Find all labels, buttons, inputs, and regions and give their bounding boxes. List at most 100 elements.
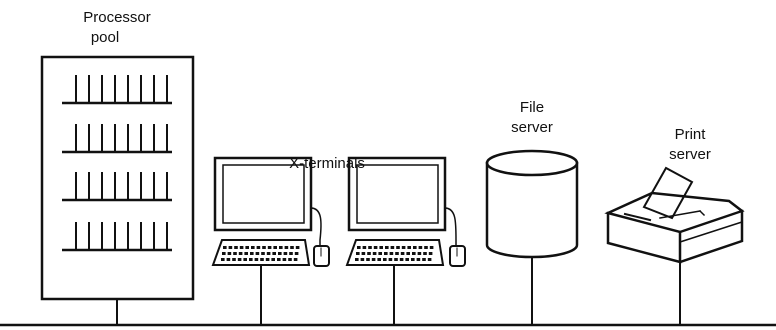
keyboard-key: [222, 252, 226, 255]
print-server-label-line1: Print: [675, 126, 707, 143]
keyboard-key: [378, 252, 382, 255]
keyboard-key: [244, 252, 248, 255]
keyboard-key: [361, 252, 366, 255]
keyboard-key: [273, 246, 277, 249]
keyboard-key: [401, 246, 406, 249]
x-terminal-1: [211, 156, 330, 267]
keyboard-key: [265, 258, 270, 261]
keyboard-key: [367, 252, 371, 255]
keyboard-key: [429, 246, 434, 249]
keyboard-key: [262, 246, 266, 249]
print-server-label-line2: server: [669, 146, 711, 163]
keyboard-key: [383, 258, 387, 261]
terminal-1-mouse-cord: [310, 207, 322, 246]
keyboard-key: [385, 246, 389, 249]
keyboard-key: [412, 252, 416, 255]
keyboard-key: [357, 246, 361, 249]
keyboard-key: [254, 258, 259, 261]
keyboard-key: [379, 246, 383, 249]
keyboard-key: [406, 252, 410, 255]
keyboard-key: [372, 252, 377, 255]
keyboard-key: [234, 246, 238, 249]
keyboard-key: [288, 258, 292, 261]
keyboard-key: [223, 246, 227, 249]
keyboard-key: [389, 252, 394, 255]
keyboard-key: [368, 246, 372, 249]
terminal-2-keys: [355, 246, 434, 261]
keyboard-key: [293, 258, 298, 261]
terminal-2-monitor: [347, 156, 447, 232]
keyboard-key: [226, 258, 231, 261]
keyboard-key: [417, 252, 422, 255]
keyboard-key: [366, 258, 370, 261]
terminal-1-keyboard: [211, 239, 311, 266]
keyboard-key: [261, 252, 265, 255]
keyboard-key: [295, 246, 300, 249]
keyboard-key: [399, 258, 404, 261]
keyboard-key: [390, 246, 395, 249]
keyboard-key: [413, 246, 417, 249]
keyboard-key: [411, 258, 415, 261]
keyboard-key: [416, 258, 421, 261]
keyboard-key: [290, 246, 294, 249]
keyboard-key: [282, 258, 287, 261]
keyboard-key: [373, 246, 378, 249]
keyboard-key: [294, 252, 299, 255]
keyboard-key: [278, 252, 282, 255]
keyboard-key: [256, 246, 261, 249]
keyboard-key: [427, 258, 432, 261]
keyboard-key: [250, 252, 254, 255]
keyboard-key: [384, 252, 388, 255]
keyboard-key: [371, 258, 376, 261]
keyboard-key: [424, 246, 428, 249]
keyboard-key: [228, 246, 233, 249]
keyboard-key: [277, 258, 281, 261]
keyboard-key: [283, 252, 288, 255]
keyboard-key: [377, 258, 381, 261]
keyboard-key: [245, 246, 249, 249]
keyboard-key: [423, 252, 427, 255]
x-terminal-2: [345, 156, 466, 267]
keyboard-key: [405, 258, 409, 261]
keyboard-key: [266, 252, 271, 255]
terminal-1-keys: [221, 246, 300, 261]
file-server-label-line2: server: [511, 119, 553, 136]
keyboard-key: [284, 246, 289, 249]
keyboard-key: [407, 246, 411, 249]
keyboard-key: [356, 252, 360, 255]
terminal-1-monitor: [213, 156, 313, 232]
keyboard-key: [237, 258, 242, 261]
keyboard-key: [360, 258, 365, 261]
keyboard-key: [388, 258, 393, 261]
terminal-2-screen: [356, 164, 439, 224]
terminal-1-screen: [222, 164, 305, 224]
file-server-cylinder: [485, 149, 579, 259]
keyboard-key: [396, 246, 400, 249]
keyboard-key: [289, 252, 293, 255]
keyboard-key: [400, 252, 405, 255]
keyboard-key: [422, 258, 426, 261]
keyboard-key: [267, 246, 272, 249]
keyboard-key: [227, 252, 232, 255]
terminal-2-mouse: [449, 245, 466, 267]
keyboard-key: [418, 246, 423, 249]
terminal-1-mouse: [313, 245, 330, 267]
file-server-label-line1: File: [520, 99, 544, 116]
processor-pool-rack: [40, 55, 195, 301]
keyboard-key: [233, 252, 237, 255]
keyboard-key: [255, 252, 260, 255]
keyboard-key: [394, 258, 398, 261]
print-server-printer: [604, 166, 745, 264]
keyboard-key: [232, 258, 236, 261]
network-bus: [0, 256, 776, 327]
keyboard-key: [249, 258, 253, 261]
keyboard-key: [238, 252, 243, 255]
keyboard-key: [251, 246, 255, 249]
keyboard-key: [279, 246, 283, 249]
keyboard-key: [272, 252, 276, 255]
keyboard-key: [239, 246, 244, 249]
keyboard-key: [395, 252, 399, 255]
processor-pool-label-line1: Processor: [83, 9, 151, 26]
keyboard-key: [428, 252, 433, 255]
